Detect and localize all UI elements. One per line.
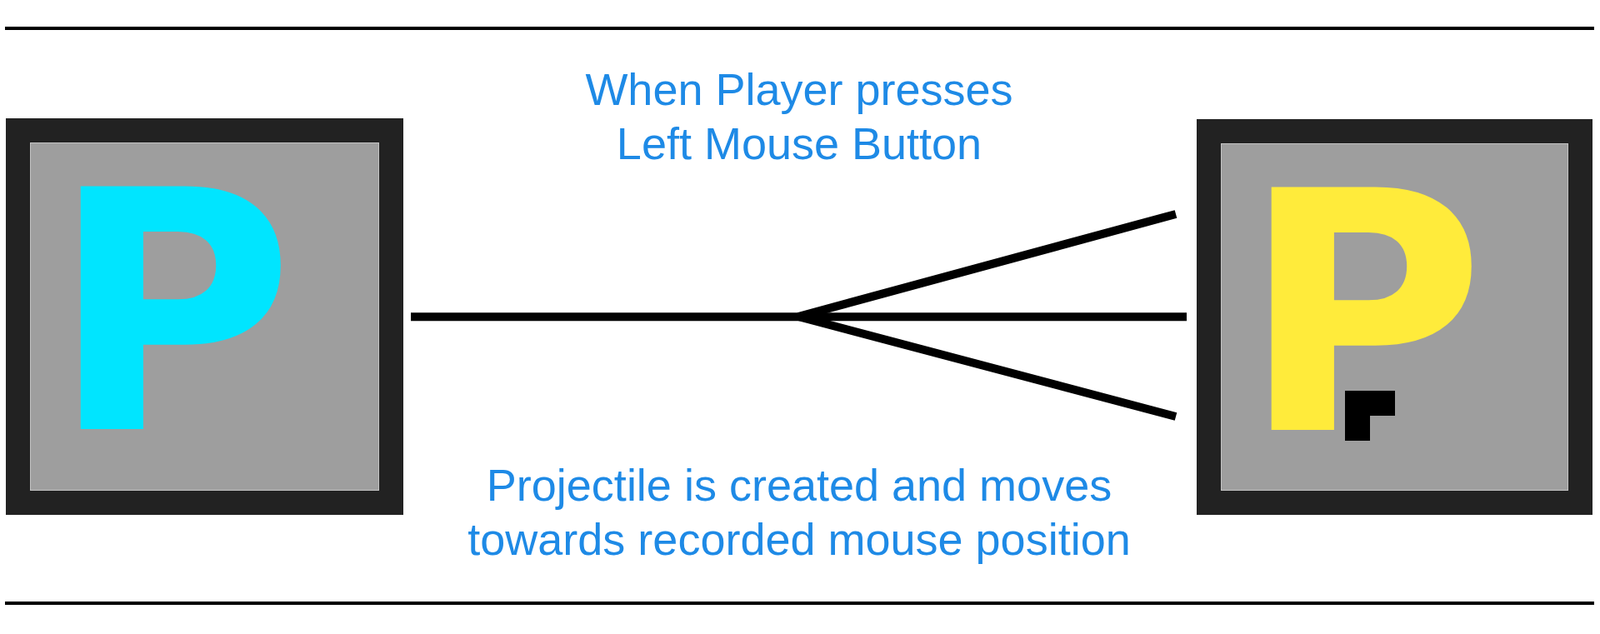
spread-line	[798, 316, 1176, 417]
sprite-letter: P	[1240, 190, 1485, 440]
step-caption: When Player presses Left Mouse Button	[565, 62, 1033, 171]
player-sprite-box: P	[1196, 119, 1593, 515]
rule-line	[5, 601, 1595, 605]
spread-line	[798, 214, 1176, 317]
sprite-letter: P	[50, 189, 295, 440]
player-sprite-box: P	[5, 118, 404, 515]
step-caption: Projectile is created and moves towards …	[453, 458, 1145, 567]
rule-line	[5, 26, 1595, 30]
projectile-path	[410, 312, 1187, 321]
